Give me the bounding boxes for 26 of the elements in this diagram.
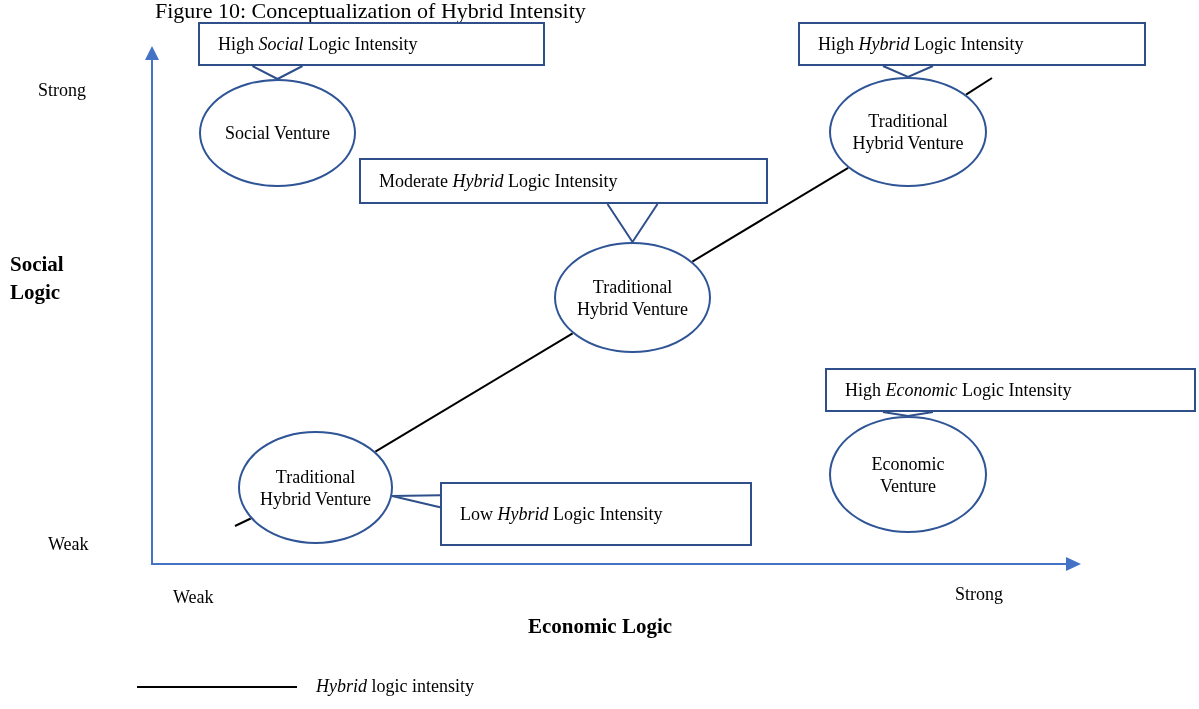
venture-label: Social Venture	[224, 122, 331, 144]
axis-title: Economic Logic	[528, 613, 674, 640]
callout-box	[198, 22, 545, 66]
axis-tick-label: Weak	[173, 587, 214, 608]
axis-tick-label: Strong	[38, 80, 86, 101]
callout-box	[825, 368, 1196, 412]
venture-label: Traditional Hybrid Venture	[258, 465, 373, 510]
venture-label: Traditional Hybrid Venture	[851, 110, 965, 154]
callout-text: High Social Logic Intensity	[218, 33, 418, 55]
callout-box	[440, 482, 752, 546]
legend-text: Hybrid logic intensity	[316, 676, 474, 697]
callout-text: High Economic Logic Intensity	[845, 379, 1072, 401]
callout-box	[798, 22, 1146, 66]
trajectory-line	[374, 332, 574, 453]
axis-tick-label: Weak	[48, 534, 89, 555]
figure-title: Figure 10: Conceptualization of Hybrid Intensity	[155, 0, 586, 24]
venture-label: Traditional Hybrid Venture	[575, 275, 690, 320]
axis-title: Social Logic	[10, 251, 65, 306]
callout-text: High Hybrid Logic Intensity	[818, 33, 1024, 55]
callout-box	[359, 158, 768, 204]
callout-text: Moderate Hybrid Logic Intensity	[379, 170, 618, 192]
callout-text: Low Hybrid Logic Intensity	[460, 503, 663, 525]
trajectory-line	[965, 77, 993, 96]
axis-tick-label: Strong	[955, 584, 1003, 605]
venture-label: Economic Venture	[870, 452, 946, 497]
trajectory-line	[691, 166, 850, 263]
